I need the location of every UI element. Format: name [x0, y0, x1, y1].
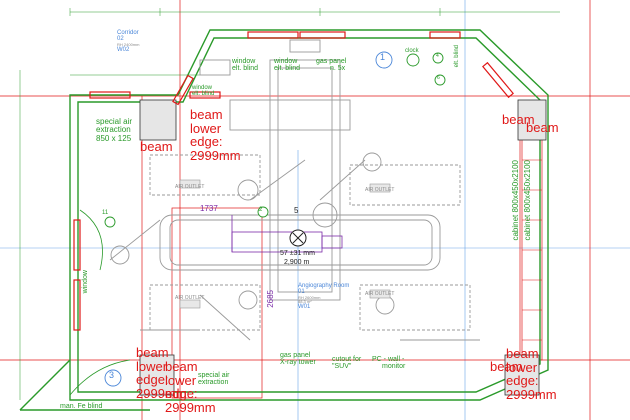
beam-word: beam: [190, 107, 223, 122]
beam-word: lower: [165, 372, 197, 388]
label-text: cutout for: [332, 356, 362, 363]
door-swing: [69, 359, 131, 396]
cutout-label: cutout for "SUV": [332, 356, 361, 371]
room-number: 01: [298, 289, 305, 296]
marker-11: 11: [102, 210, 109, 216]
pc-wall-label: PC - wall - monitor: [372, 356, 405, 371]
beam-word: 2999mm: [506, 386, 557, 402]
beam-word: edge:: [165, 386, 198, 402]
label-text: X-ray tower: [280, 359, 316, 367]
dimension-z: 57 ±31 mm: [280, 250, 315, 257]
label-text: elt. blind: [274, 65, 301, 73]
console-area: [231, 215, 343, 253]
grid-markers: [104, 51, 446, 387]
corridor-label: Corridor 02 RH 2400mm W02: [117, 30, 139, 53]
marker-3: 3: [109, 370, 115, 380]
window-arc: [79, 209, 103, 271]
label-text: monitor: [382, 363, 406, 371]
marker-1: 1: [380, 52, 386, 62]
clock-label: clock: [405, 48, 419, 54]
window-left-3: window: [82, 270, 89, 293]
room-label: Angiography Room 01 RH 2600mm 88.3 m² W0…: [298, 283, 349, 310]
label-text: window: [274, 58, 298, 65]
special-extraction-top: special air extraction 850 x 125: [96, 117, 133, 143]
label-text: elt. blind: [232, 65, 259, 73]
dimension-2685: 2685: [266, 290, 275, 308]
beam-note-upper-left: beam lower edge: 2999mm: [190, 108, 241, 163]
window-left-2: window elt. blind: [192, 85, 214, 98]
beam-note-lower-left-1: beam lower edge: 2999mm: [136, 346, 187, 401]
label-text: window: [82, 270, 89, 294]
label-text: n. 5x: [330, 65, 346, 73]
air-outlet-3: AIR OUTLET: [175, 295, 205, 301]
beam-word: edge:: [506, 373, 539, 389]
label-text: elt. blind: [192, 91, 215, 98]
label-text: extraction: [96, 125, 131, 135]
beam-word: beam: [165, 359, 198, 374]
corridor-number: 02: [117, 36, 124, 43]
corridor-code: W02: [117, 46, 130, 53]
beam-word: beam: [506, 346, 539, 361]
beam-note-lower-right-1: beam lower edge: 2999mm: [506, 347, 557, 402]
beam-note-upper-mid: beam: [140, 139, 173, 154]
cabinet-stack: [522, 159, 542, 341]
beam-note-upper-right-b: beam: [526, 120, 559, 135]
gas-panel-bottom: gas panel X-ray tower: [280, 352, 316, 367]
label-text: PC - wall -: [372, 356, 405, 363]
windows: [73, 31, 514, 331]
window-top-left: window elt. blind: [232, 58, 258, 73]
label-text: 850 x 125: [96, 133, 132, 143]
label-text: gas panel: [316, 58, 347, 65]
marker-2: 2: [259, 207, 263, 213]
window-top-mid: window elt. blind: [274, 58, 300, 73]
special-extraction-bottom: special air extraction: [198, 372, 230, 387]
air-outlet-2: AIR OUTLET: [365, 187, 395, 193]
label-text: window: [232, 58, 256, 65]
beam-word: edge:: [136, 372, 169, 388]
columns: [139, 99, 547, 396]
beam-note-upper-right-a: beam: [502, 112, 535, 127]
beam-word: lower: [506, 359, 538, 375]
label-text: special air: [198, 372, 230, 379]
label-text: extraction: [198, 379, 229, 387]
gas-panel-top: gas panel n. 5x: [316, 58, 346, 73]
marker-5: 5: [294, 206, 299, 215]
beam-note-lower-right-2: beam: [490, 359, 523, 374]
marker-4: 4: [436, 53, 439, 59]
room-area: 88.3 m²: [298, 298, 312, 304]
corridor-name: Corridor: [117, 30, 139, 36]
beam-word: lower: [190, 120, 222, 136]
cabinet-label: cabinet 800x450x2100: [523, 160, 532, 241]
beam-word: lower: [136, 358, 168, 374]
corridor-area: RH 2400mm: [117, 41, 140, 47]
beam-word: 2999mm: [136, 385, 187, 401]
dimension-1737: 1737: [200, 204, 218, 213]
man-blind-label: man. Fe blind: [60, 403, 103, 410]
beam-word: 2999mm: [190, 147, 241, 163]
label-text: "SUV": [332, 363, 352, 371]
air-outlet-blocks: [179, 179, 391, 309]
air-outlet-4: AIR OUTLET: [365, 291, 395, 297]
equipment: [109, 39, 480, 341]
cabinet-label: cabinet 800x450x2100: [511, 160, 520, 241]
x-marker: [289, 229, 307, 247]
beam-note-lower-left-2: beam lower edge: 2999mm: [165, 360, 216, 415]
beam-word: edge:: [190, 134, 223, 150]
marker-6: 6: [437, 75, 440, 81]
beam-word: beam: [136, 345, 169, 360]
dimension-h: 2,900 m: [284, 259, 310, 266]
beam-word: 2999mm: [165, 399, 216, 415]
air-outlet-1: AIR OUTLET: [175, 184, 205, 190]
room-code: W01: [298, 303, 311, 310]
room-height: RH 2600mm: [298, 294, 321, 300]
label-text: window: [192, 85, 213, 91]
room-name: Angiography Room: [298, 283, 350, 289]
elt-blind-right: elt. blind: [454, 45, 460, 68]
label-text: gas panel: [280, 352, 311, 359]
label-text: special air: [96, 117, 133, 126]
dimension-ticks: [19, 8, 560, 400]
